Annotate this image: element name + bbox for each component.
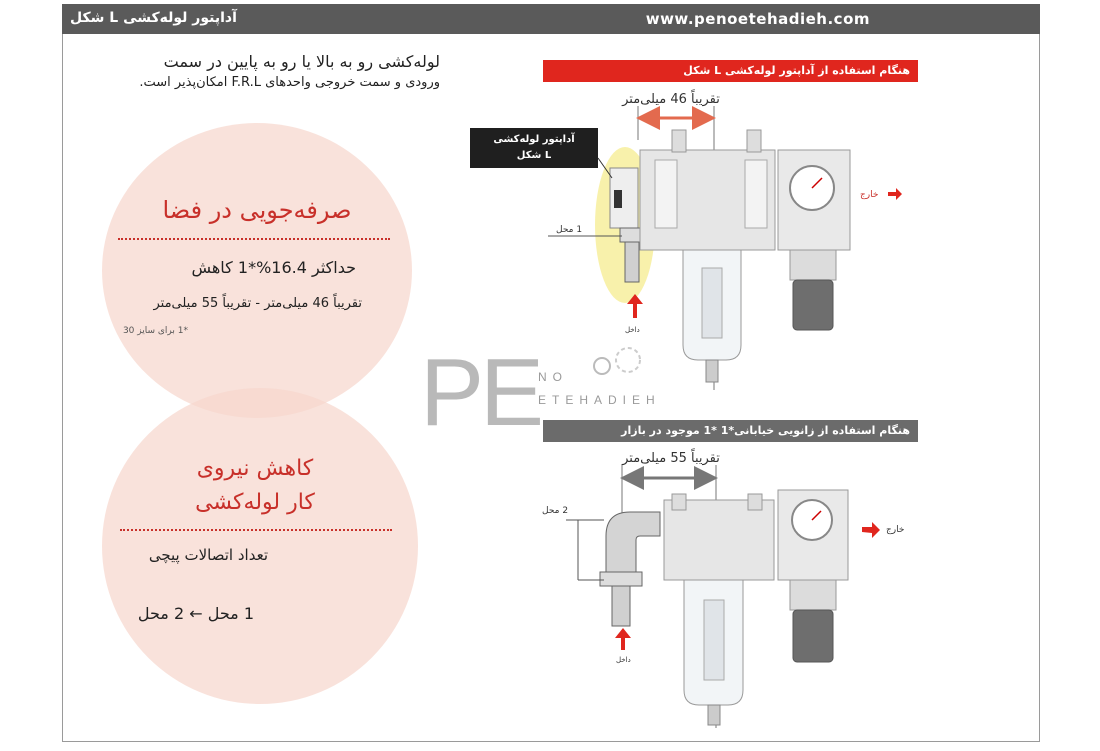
labor-reduction-heading: کاهش نیروی کار لوله‌کشی [150,452,360,520]
divider [118,238,390,240]
watermark-no: NO [538,370,568,384]
top-inlet-label: داخل [625,326,640,334]
intro-line-1: لوله‌کشی رو به بالا یا رو به پایین در سم… [163,52,440,71]
bottom-dimension-label: تقریباً 55 میلی‌متر [622,451,720,466]
drain [705,359,719,383]
dimension-range-text: تقریباً 46 میلی‌متر - تقریباً 55 میلی‌مت… [153,296,362,311]
outlet-arrow-icon [862,522,880,538]
mount-bracket [671,129,687,153]
filter-block [744,159,768,229]
l-adapter-callout: آداپتور لوله‌کشی L شکل [470,128,598,168]
bottom-location-label: 2 محل [542,506,569,516]
gear-icon [615,347,641,373]
labor-heading-line-1: کاهش نیروی [196,456,314,481]
bottom-outlet-label: خارج [886,525,905,535]
fittings-change-text: 1 محل ← 2 محل [137,604,254,623]
website-url[interactable]: www.penoetehadieh.com [645,10,870,28]
inlet-arrow-icon [615,628,631,650]
street-elbow [605,511,661,573]
callout-line-1: آداپتور لوله‌کشی [493,134,575,145]
top-outlet-label: خارج [860,190,879,200]
mount-bracket [671,493,687,511]
inlet-arrow-icon [627,294,643,318]
intro-line-2: ورودی و سمت خروجی واحدهای F.R.L امکان‌پذ… [139,75,440,90]
space-saving-heading: صرفه‌جویی در فضا [162,196,352,224]
bottom-inlet-label: داخل [616,656,631,664]
divider [120,529,392,531]
callout-line-2: L شکل [516,150,552,161]
hex-nut [599,571,643,587]
gauge-needle [811,510,822,521]
gear-icon [593,357,611,375]
mount-bracket [747,493,763,511]
top-dimension-label: تقریباً 46 میلی‌متر [622,92,720,107]
watermark-pe: PE [420,339,544,446]
labor-reduction-circle [102,388,418,704]
regulator-knob [792,279,834,331]
outlet-arrow-icon [888,188,902,200]
gauge-needle [811,177,823,189]
filter-element [703,599,725,681]
watermark-logo: PE NO ETEHADIEH [420,339,655,446]
filter-block [654,159,678,229]
top-location-label: 1 محل [556,225,583,235]
tube-fitting [624,241,640,283]
intro-text: لوله‌کشی رو به بالا یا رو به پایین در سم… [70,52,440,90]
mount-bracket [746,129,762,153]
regulator-knob [792,609,834,663]
page-header: آداپتور لوله‌کشی L شکل www.penoetehadieh… [62,4,1040,34]
watermark-etehadieh: ETEHADIEH [538,393,661,407]
tube-fitting [611,585,631,627]
callout-leader [597,157,613,179]
space-saving-circle [102,123,412,418]
regulator-neck [789,249,837,281]
max-reduction-text: حداکثر 16.4%*1 کاهش [191,258,356,277]
page-title: آداپتور لوله‌کشی L شکل [70,10,237,26]
footnote-text: *1 برای سایز 30 [122,326,188,336]
regulator-neck [789,579,837,611]
bottom-diagram-bar: هنگام استفاده از زانویی خیابانی*1 *1 موج… [543,420,918,442]
drain [707,704,721,726]
fittings-count-label: تعداد اتصالات پیچی [148,546,268,564]
adapter-port [614,190,622,208]
top-diagram-bar: هنگام استفاده از آداپتور لوله‌کشی L شکل [543,60,918,82]
filter-regulator-body [663,499,775,581]
filter-element [701,267,723,339]
labor-heading-line-2: کار لوله‌کشی [195,490,315,515]
